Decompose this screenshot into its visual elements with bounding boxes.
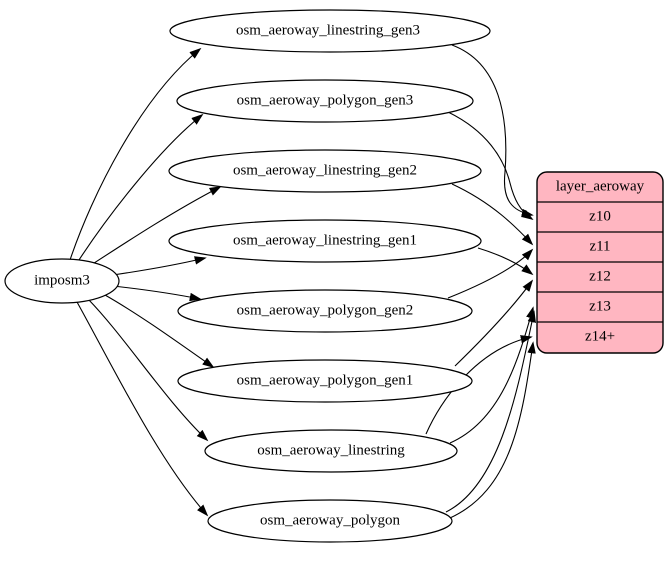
node-osm_aeroway_linestring_gen2 [168,149,482,193]
edge-imposm3-to-osm_aeroway_polygon [76,301,209,517]
edge-osm_aeroway_polygon_gen2-to-z11 [447,248,534,299]
node-osm_aeroway_linestring_gen1 [168,219,482,263]
edge-imposm3-to-osm_aeroway_polygon_gen2 [112,285,202,302]
node-osm_aeroway_linestring_gen3 [169,9,491,53]
edge-osm_aeroway_polygon-to-z13 [445,310,536,513]
edge-osm_aeroway_polygon_gen1-to-z12 [454,279,534,367]
edge-imposm3-to-osm_aeroway_linestring [87,298,209,442]
node-osm_aeroway_polygon [207,499,453,543]
edge-osm_aeroway_polygon-to-z14+ [449,341,536,519]
edge-osm_aeroway_linestring-to-z13 [449,306,535,444]
edge-imposm3-to-osm_aeroway_polygon_gen1 [104,294,215,369]
edge-imposm3-to-osm_aeroway_linestring_gen3 [69,47,202,261]
edge-imposm3-to-osm_aeroway_polygon_gen3 [76,113,204,264]
edge-osm_aeroway_linestring_gen3-to-z10 [451,44,534,218]
edge-imposm3-to-osm_aeroway_linestring_gen1 [112,256,207,276]
node-osm_aeroway_polygon_gen1 [177,359,473,403]
edge-osm_aeroway_linestring_gen1-to-z12 [477,247,534,276]
node-osm_aeroway_polygon_gen2 [177,289,473,333]
edge-osm_aeroway_polygon_gen3-to-z10 [447,111,534,221]
node-osm_aeroway_linestring [204,429,458,473]
edge-osm_aeroway_linestring_gen2-to-z11 [451,183,534,246]
node-osm_aeroway_polygon_gen3 [176,79,474,123]
edge-imposm3-to-osm_aeroway_linestring_gen2 [87,186,222,268]
node-imposm3 [4,258,120,304]
